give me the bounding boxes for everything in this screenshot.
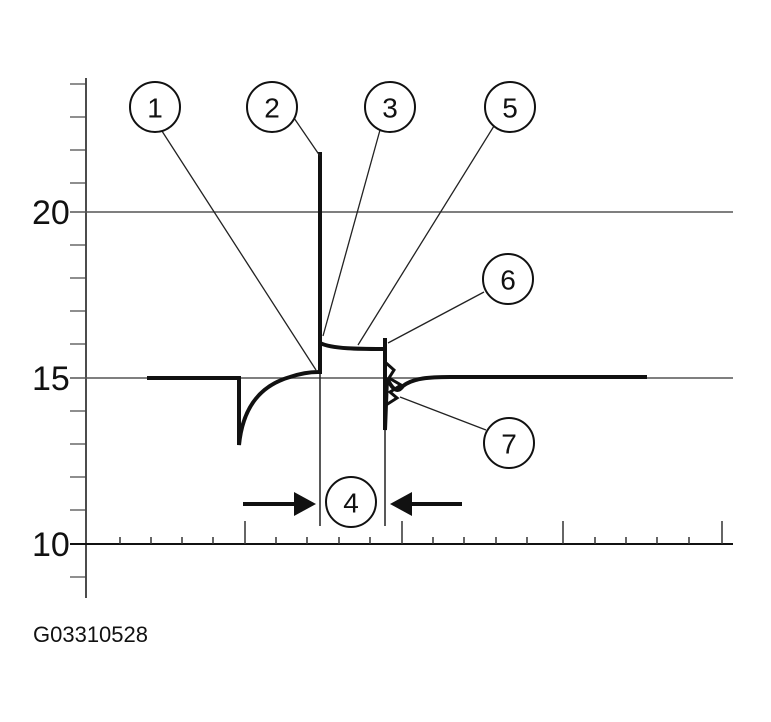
callout-4-label: 4 (343, 488, 359, 519)
figure-id: G03310528 (33, 622, 148, 647)
waveform-trace (147, 152, 647, 446)
right-arrow-head (390, 492, 412, 516)
callout-3-label: 3 (382, 93, 398, 124)
callout-4: 4 (325, 476, 377, 528)
callout-2: 2 (246, 81, 298, 133)
callout-2-label: 2 (264, 93, 280, 124)
callout-5-label: 5 (502, 93, 518, 124)
x-axis-ticks (119, 521, 723, 544)
callout-5: 5 (484, 81, 536, 133)
callout-7-label: 7 (501, 429, 517, 460)
leader-lines (159, 117, 495, 431)
oscillation-burst (384, 360, 404, 407)
callout-1: 1 (129, 81, 181, 133)
callout-7: 7 (483, 417, 535, 469)
interval-arrows (243, 492, 462, 516)
y-label-10: 10 (32, 526, 70, 564)
y-label-15: 15 (32, 360, 70, 398)
callout-3: 3 (364, 81, 416, 133)
callout-6-label: 6 (500, 265, 516, 296)
callout-1-label: 1 (147, 93, 163, 124)
y-axis-ticks (70, 83, 86, 578)
y-label-20: 20 (32, 194, 70, 232)
left-arrow-head (294, 492, 316, 516)
callout-6: 6 (482, 253, 534, 305)
